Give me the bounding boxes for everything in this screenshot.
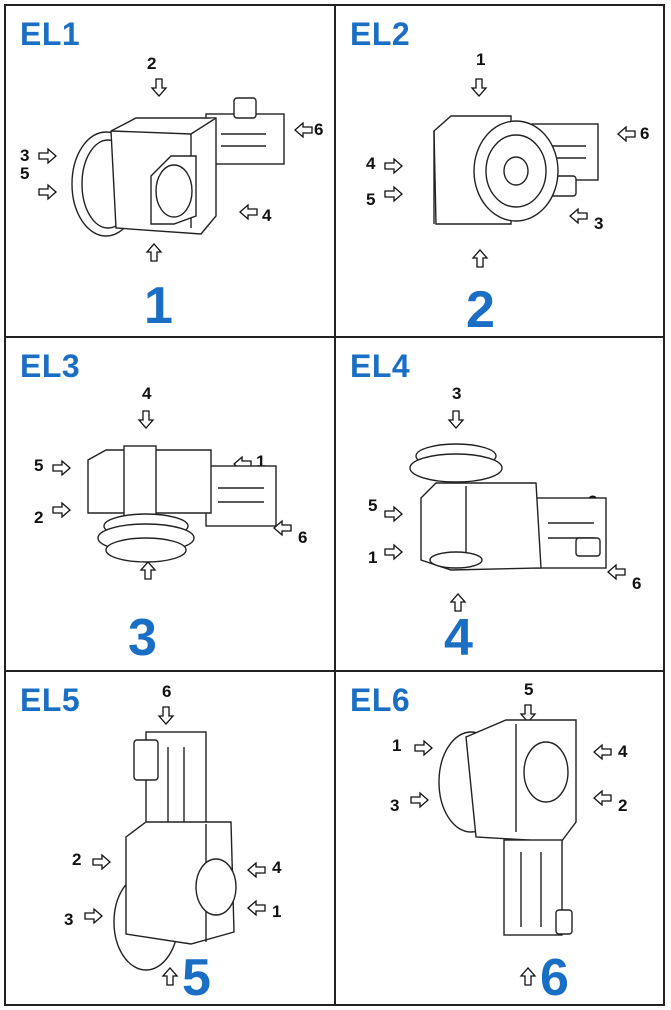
- direction-label: 2: [147, 54, 157, 73]
- panel-el1: EL1 2 6 3 5 4 1: [6, 6, 336, 336]
- direction-label: 4: [272, 858, 282, 877]
- direction-label: 2: [34, 508, 44, 527]
- direction-label: 4: [142, 384, 152, 403]
- panel-el2: EL2 1 6 4 5 3 2: [336, 6, 666, 339]
- gearmotor-drawing: [438, 719, 577, 936]
- direction-label: 3: [594, 214, 604, 233]
- direction-label: 3: [390, 796, 400, 815]
- direction-label: 6: [298, 528, 308, 547]
- direction-label: 3: [452, 384, 462, 403]
- direction-label: 4: [366, 154, 376, 173]
- panel-title: EL3: [20, 348, 81, 384]
- position-number: 4: [444, 609, 473, 667]
- gearmotor-drawing: [409, 443, 607, 571]
- panel-el3: EL3 4 5 1 2 6 3: [6, 338, 336, 668]
- panel-el6: EL6 5 1 4 3 2 6: [336, 672, 666, 1007]
- position-number: 2: [466, 281, 495, 339]
- direction-label: 3: [20, 146, 30, 165]
- direction-label: 1: [272, 902, 282, 921]
- position-number: 6: [540, 949, 569, 1007]
- panel-title: EL5: [20, 682, 81, 718]
- panel-el4: EL4 3 5 2 1 6 4: [336, 338, 666, 668]
- direction-label: 1: [256, 452, 266, 471]
- direction-label: 5: [34, 456, 44, 475]
- panel-title: EL1: [20, 16, 81, 52]
- position-number: 1: [144, 277, 173, 335]
- gearmotor-drawing: [113, 731, 237, 971]
- direction-label: 6: [162, 682, 172, 701]
- panel-el5: EL5 6 2 4 3 1 5: [6, 672, 336, 1007]
- direction-label: 6: [640, 124, 650, 143]
- direction-label: 4: [262, 206, 272, 225]
- direction-label: 1: [368, 548, 378, 567]
- direction-label: 5: [366, 190, 376, 209]
- direction-label: 5: [20, 164, 30, 183]
- panel-title: EL4: [350, 348, 411, 384]
- direction-label: 2: [72, 850, 82, 869]
- direction-label: 5: [368, 496, 378, 515]
- panel-title: EL2: [350, 16, 411, 52]
- direction-label: 4: [618, 742, 628, 761]
- direction-label: 5: [524, 680, 534, 699]
- gearmotor-drawing: [433, 115, 599, 225]
- direction-label: 1: [392, 736, 402, 755]
- gearmotor-drawing: [87, 445, 277, 563]
- direction-label: 6: [314, 120, 324, 139]
- position-number: 5: [182, 949, 211, 1007]
- direction-label: 1: [476, 50, 486, 69]
- direction-label: 6: [632, 574, 642, 593]
- gearmotor-drawing: [71, 97, 285, 237]
- grid-horizontal-divider-1: [4, 336, 665, 338]
- grid-horizontal-divider-2: [4, 670, 665, 672]
- panel-title: EL6: [350, 682, 411, 718]
- position-number: 3: [128, 609, 157, 667]
- grid-vertical-divider: [334, 4, 336, 1006]
- direction-label: 2: [618, 796, 628, 815]
- direction-label: 3: [64, 910, 74, 929]
